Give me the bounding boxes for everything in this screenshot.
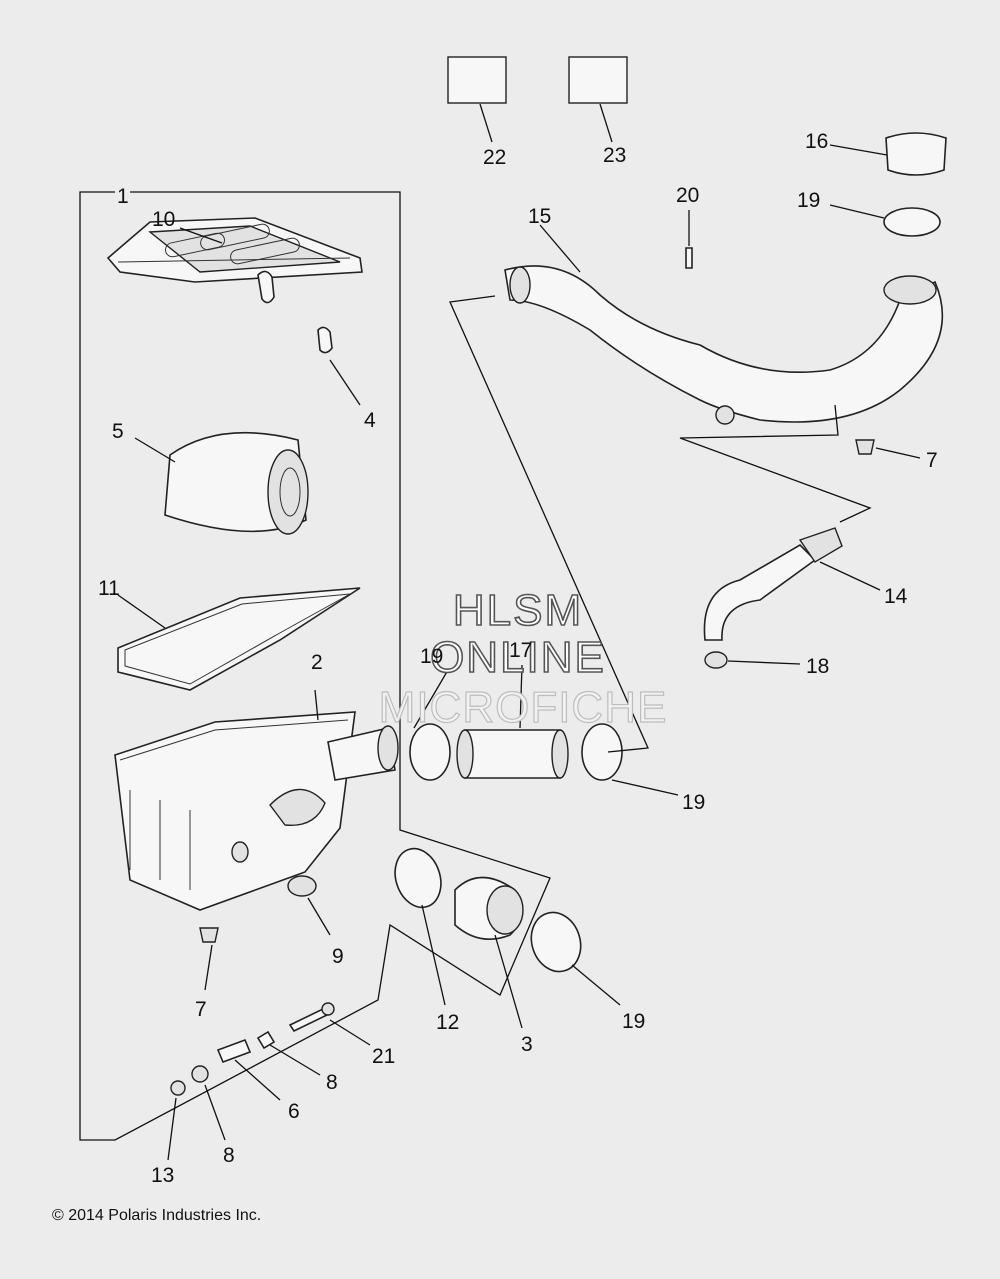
callout-14: 14 [884, 585, 908, 608]
callout-19-left: 19 [420, 645, 443, 668]
airbox-base-part [114, 689, 399, 911]
callout-8-lower-left: 8 [223, 1144, 235, 1167]
vent-hose-part [703, 527, 881, 641]
callout-11: 11 [98, 577, 120, 600]
callout-2: 2 [311, 651, 323, 674]
callout-23: 23 [603, 144, 626, 167]
callout-7-upper: 7 [926, 449, 938, 472]
callout-5: 5 [112, 420, 124, 443]
airbox-cover-part [106, 217, 363, 283]
hose-assembly [409, 664, 679, 796]
callout-17: 17 [509, 639, 532, 662]
callout-21: 21 [372, 1045, 395, 1068]
plug-part [287, 875, 317, 897]
callout-7-lower: 7 [195, 998, 207, 1021]
watermark-line-1: HLSM [453, 586, 583, 635]
gasket-part [117, 587, 361, 691]
clamp-and-boot-parts [394, 847, 621, 1029]
hardware-parts [167, 1002, 371, 1161]
air-filter-part [134, 431, 309, 535]
drain-valve-upper-part [855, 439, 875, 455]
callout-15: 15 [528, 205, 551, 228]
callout-12: 12 [436, 1011, 459, 1034]
callout-19-right: 19 [682, 791, 705, 814]
hose-clamp-part [704, 651, 728, 669]
watermark-line-2: ONLINE [430, 633, 606, 682]
intake-duct-part [449, 224, 944, 753]
sleeve-part [885, 132, 947, 176]
assembly-outline [79, 191, 551, 1141]
part-23-label-box [568, 56, 628, 104]
callout-19-lower: 19 [622, 1010, 645, 1033]
clip-part [257, 270, 361, 406]
callout-20: 20 [676, 184, 699, 207]
copyright-text: © 2014 Polaris Industries Inc. [52, 1207, 261, 1224]
callout-10: 10 [152, 208, 175, 231]
callout-3: 3 [521, 1033, 533, 1056]
callout-22: 22 [483, 146, 506, 169]
bolt-part [685, 247, 693, 269]
callout-1: 1 [117, 185, 129, 208]
callout-13: 13 [151, 1164, 174, 1187]
callout-9: 9 [332, 945, 344, 968]
callout-18: 18 [806, 655, 829, 678]
top-clamp-part [883, 207, 941, 237]
drain-valve-part [199, 927, 219, 943]
watermark-line-3: MICROFICHE [379, 683, 668, 732]
part-22-label-box [447, 56, 507, 104]
callout-19-top: 19 [797, 189, 820, 212]
callout-16: 16 [805, 130, 828, 153]
callout-6: 6 [288, 1100, 300, 1123]
callout-8-lower-right: 8 [326, 1071, 338, 1094]
callout-4: 4 [364, 409, 376, 432]
